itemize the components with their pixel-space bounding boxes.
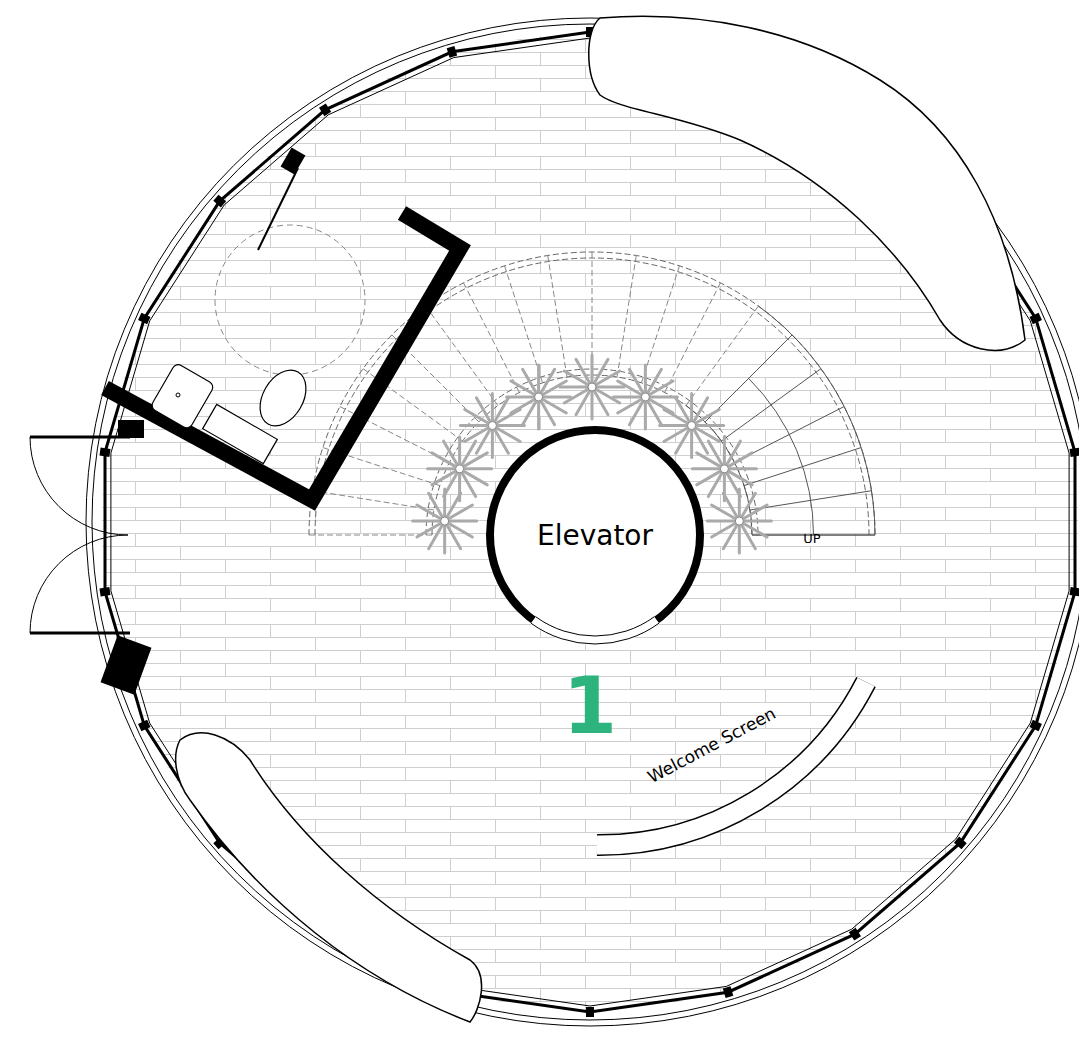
welcome-screen xyxy=(597,682,866,845)
room-label: Elevator xyxy=(537,519,653,552)
wall xyxy=(105,213,460,500)
stair-direction: UP xyxy=(803,532,820,545)
floor-number: 1 xyxy=(563,667,617,745)
door-leaf xyxy=(258,168,298,250)
bench xyxy=(589,16,1025,350)
door-leaf xyxy=(30,632,130,635)
toilet xyxy=(251,362,316,434)
elevator-shaft: Elevator xyxy=(485,425,705,645)
door-leaf xyxy=(30,436,130,439)
bench xyxy=(176,733,482,1022)
door-swing xyxy=(215,225,365,375)
sink xyxy=(150,362,215,430)
